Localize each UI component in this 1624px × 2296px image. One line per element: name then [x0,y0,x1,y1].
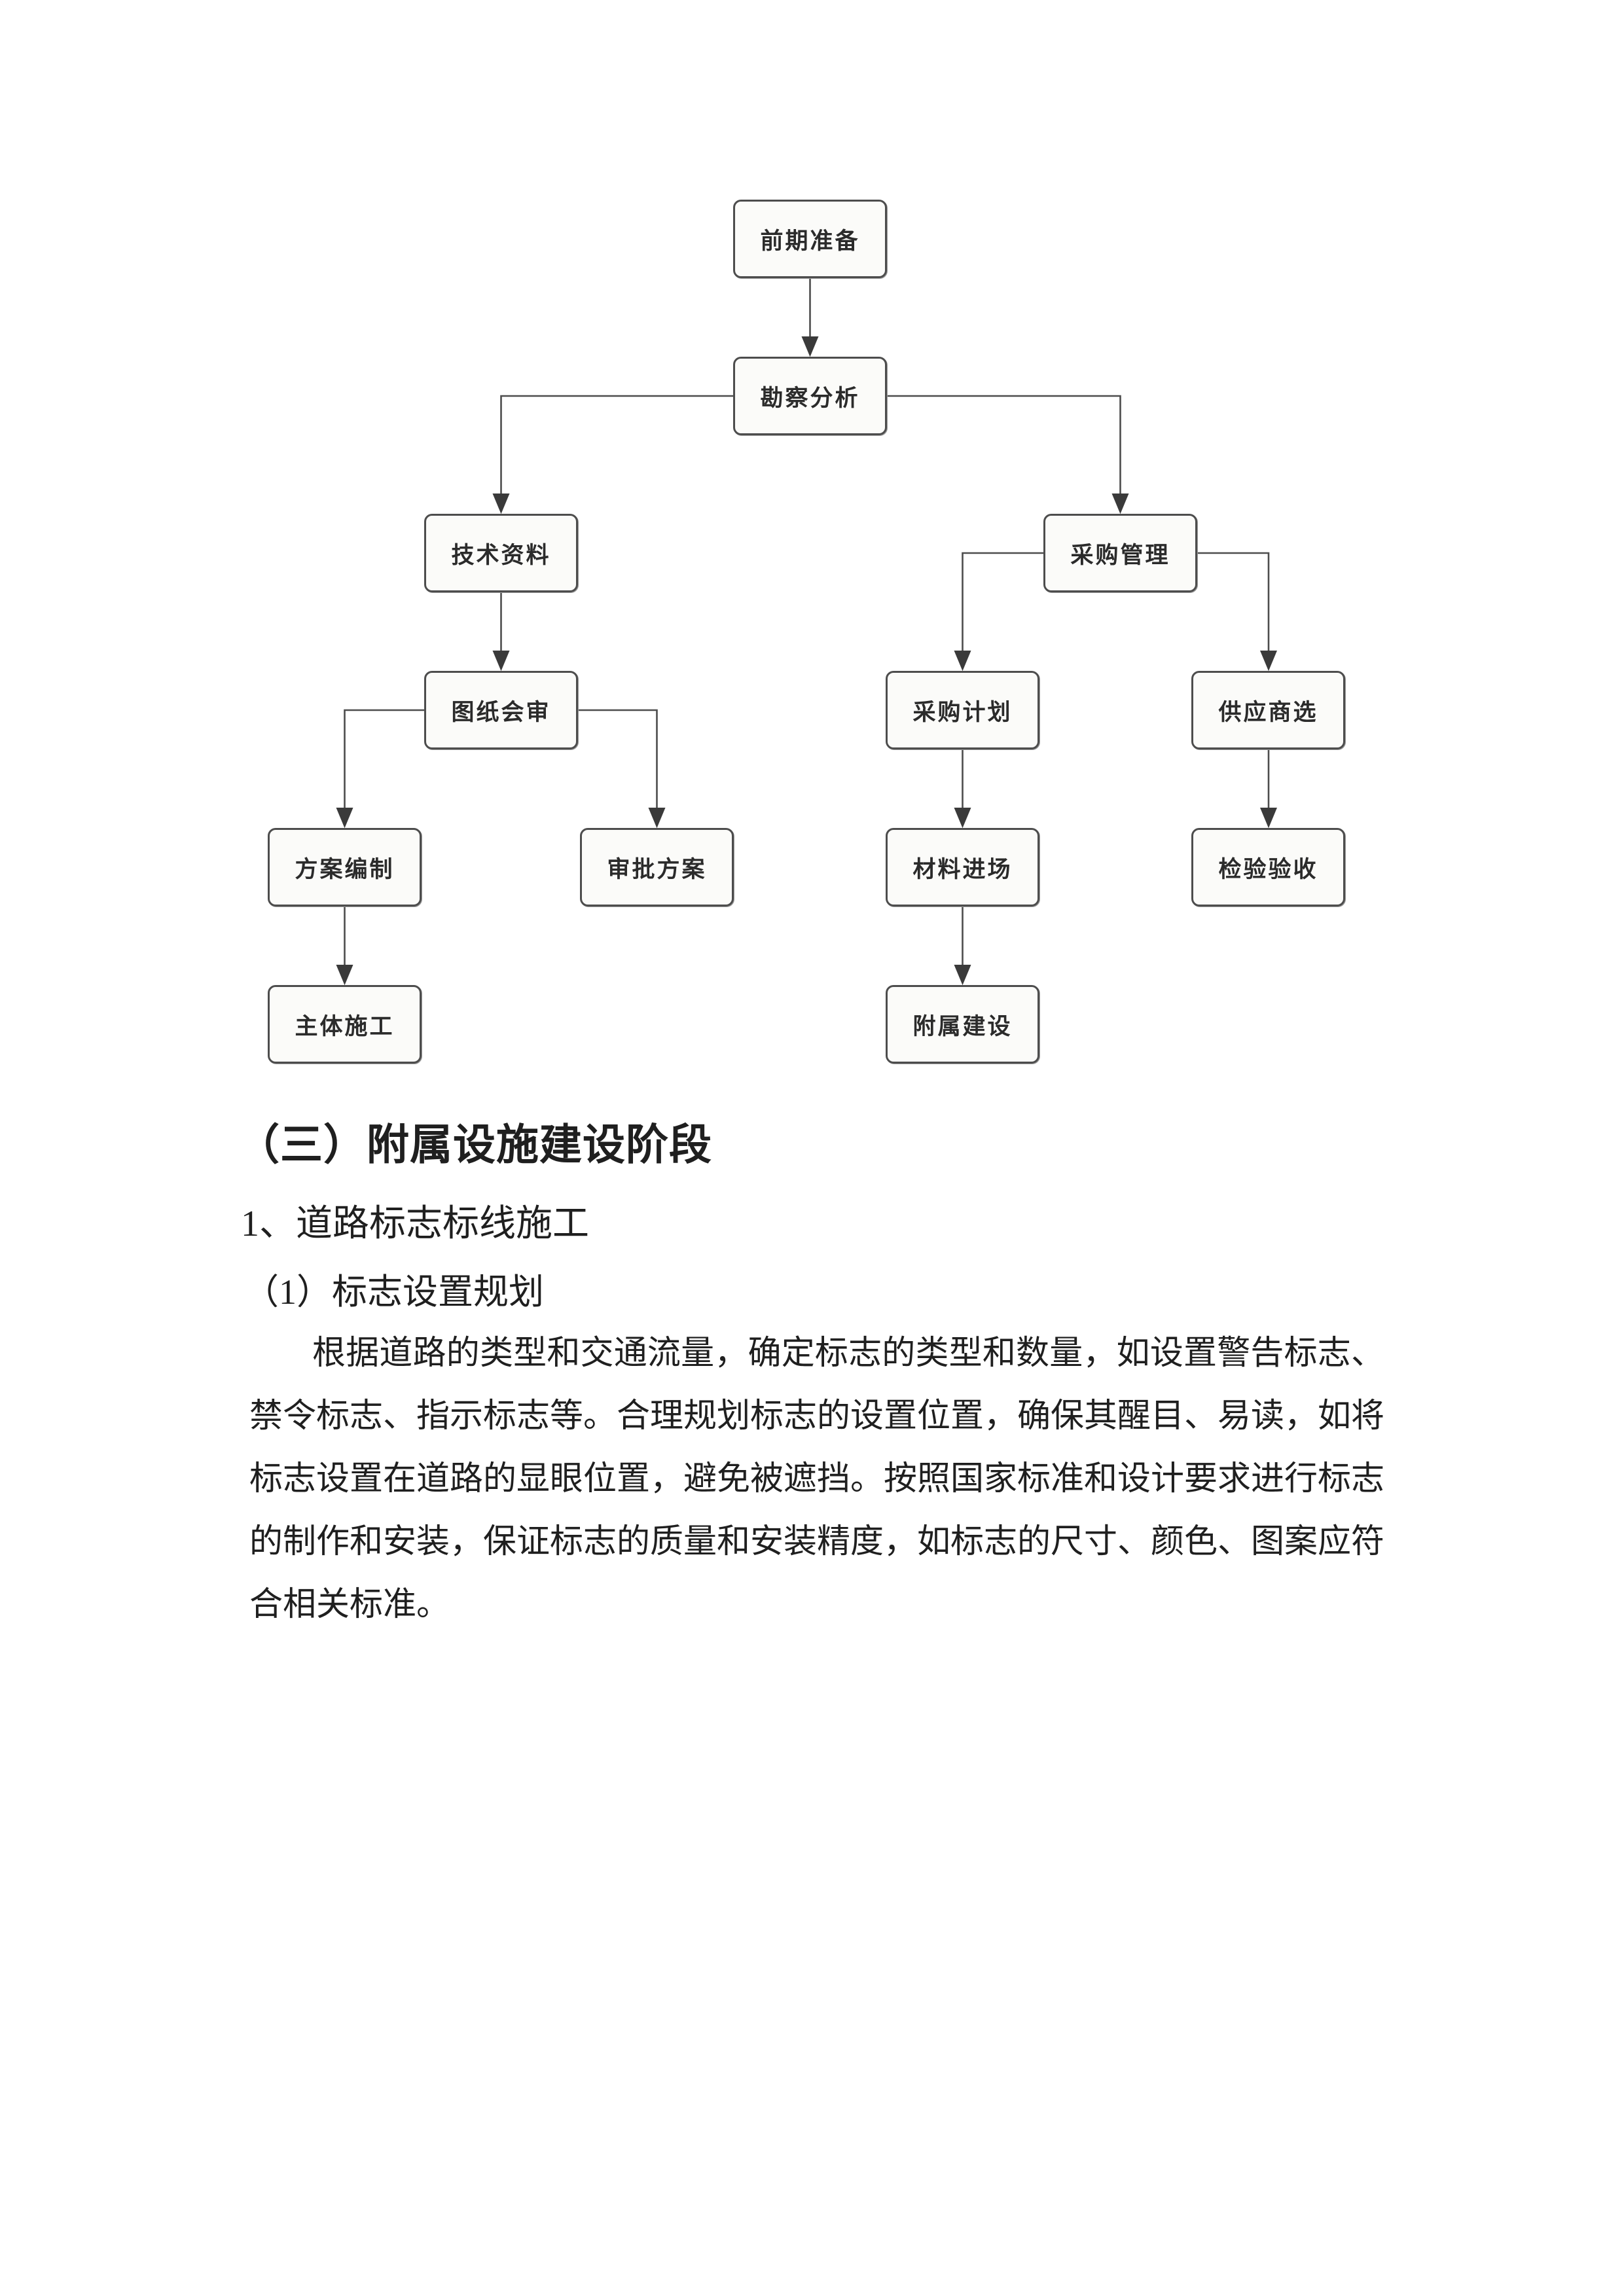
flowchart-node-supplier-select: 供应商选 [1191,671,1345,749]
flowchart-node-purchase-plan: 采购计划 [886,671,1039,749]
flowchart-connectors [336,278,1277,986]
flowchart-node-drawing-review: 图纸会审 [424,671,578,749]
section-heading: （三）附属设施建设阶段 [237,1122,713,1169]
flowchart-node-main-construction: 主体施工 [268,985,422,1064]
flowchart-node-tech-data: 技术资料 [424,514,578,592]
flowchart-node-plan-prep: 方案编制 [268,828,422,906]
paragraph-line: 合相关标准。 [249,1587,450,1623]
subheading-level-1: 1、道路标志标线施工 [241,1204,589,1244]
paragraph-line: 的制作和安装，保证标志的质量和安装精度，如标志的尺寸、颜色、图案应符 [249,1524,1385,1560]
subheading-level-2: （1）标志设置规划 [244,1272,544,1312]
flowchart-node-survey: 勘察分析 [733,357,887,435]
flowchart-node-prep: 前期准备 [733,200,887,278]
body-paragraph: 根据道路的类型和交通流量，确定标志的类型和数量，如设置警告标志、 禁令标志、指示… [249,1322,1384,1636]
flowchart-node-material-entry: 材料进场 [886,828,1039,906]
paragraph-line: 禁令标志、指示标志等。合理规划标志的设置位置，确保其醒目、易读，如将 [249,1398,1385,1435]
construction-flowchart: 前期准备 勘察分析 技术资料 采购管理 图纸会审 采购计划 供应商选 方案编制 … [0,0,1624,1113]
flowchart-node-auxiliary-construction: 附属建设 [886,985,1039,1064]
flowchart-node-inspection: 检验验收 [1191,828,1345,906]
flowchart-node-procurement-mgmt: 采购管理 [1043,514,1197,592]
paragraph-line: 标志设置在道路的显眼位置，避免被遮挡。按照国家标准和设计要求进行标志 [249,1461,1385,1498]
paragraph-line: 根据道路的类型和交通流量，确定标志的类型和数量，如设置警告标志、 [312,1335,1384,1372]
flowchart-node-approve-plan: 审批方案 [580,828,734,906]
